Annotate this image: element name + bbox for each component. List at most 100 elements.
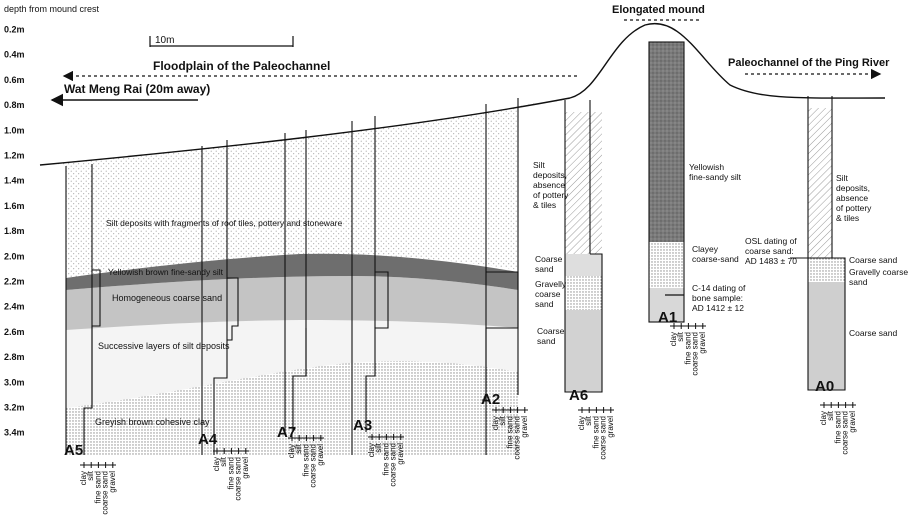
a0-coarse-sand-label: Coarse sand bbox=[849, 255, 897, 265]
profile-lines bbox=[65, 98, 519, 455]
grain-scale-label: silt bbox=[86, 470, 95, 481]
grain-scale-label: clay bbox=[669, 332, 678, 346]
profile-step bbox=[213, 340, 228, 455]
depth-tick-label: 2.2m bbox=[4, 277, 25, 287]
a0-silt bbox=[808, 108, 832, 258]
grain-scale-label: clay bbox=[212, 457, 221, 471]
a1-clayey-sand bbox=[649, 242, 684, 288]
a0-gravelly-label: sand bbox=[849, 277, 868, 287]
a0-gravelly-label: Gravelly coarse bbox=[849, 267, 908, 277]
depth-tick-label: 2.4m bbox=[4, 302, 25, 312]
a6-coarse-sand-lower-label: sand bbox=[537, 336, 556, 346]
profile-label-a0: A0 bbox=[815, 378, 834, 395]
a0-coarse-sand bbox=[808, 282, 845, 390]
floodplain-label: Floodplain of the Paleochannel bbox=[153, 59, 330, 73]
profile-label-a4: A4 bbox=[198, 431, 218, 448]
grain-scale-label: silt bbox=[374, 442, 383, 453]
a6-gravelly-label: coarse bbox=[535, 289, 561, 299]
a6-gravelly-sand bbox=[565, 276, 602, 310]
a0-coarse-sand-lower-label: Coarse sand bbox=[849, 328, 897, 338]
depth-tick-label: 1.4m bbox=[4, 176, 25, 186]
yellowish-brown-layer bbox=[66, 253, 518, 290]
grain-scale-label: coarse sand bbox=[234, 457, 243, 501]
grain-scale-label: fine sand bbox=[301, 444, 310, 476]
depth-tick-label: 0.6m bbox=[4, 75, 25, 85]
axis-title: depth from mound crest bbox=[4, 4, 100, 14]
depth-tick-label: 2.8m bbox=[4, 352, 25, 362]
a6-gravelly-label: sand bbox=[535, 299, 554, 309]
grain-scale-label: gravel bbox=[316, 444, 325, 466]
a0-silt-label: of pottery bbox=[836, 203, 872, 213]
profile-label-a1: A1 bbox=[658, 309, 677, 326]
grain-scale-label: gravel bbox=[396, 443, 405, 465]
depth-tick-label: 1.6m bbox=[4, 201, 25, 211]
a6-coarse-sand-lower bbox=[565, 310, 602, 392]
grain-scale-label: fine sand bbox=[93, 471, 102, 503]
grain-scale-label: clay bbox=[79, 471, 88, 485]
depth-tick-label: 2.6m bbox=[4, 327, 25, 337]
column-a6 bbox=[564, 100, 603, 393]
grain-scale-label: coarse sand bbox=[513, 416, 522, 460]
grain-scale-label: silt bbox=[584, 415, 593, 426]
grain-scale-label: silt bbox=[676, 331, 685, 342]
grain-scale-label: gravel bbox=[606, 416, 615, 438]
depth-tick-label: 1.2m bbox=[4, 151, 25, 161]
scale-bar-label: 10m bbox=[155, 35, 174, 46]
layer-silt-fragments: Silt deposits with fragments of roof til… bbox=[106, 218, 343, 228]
grain-scale-label: gravel bbox=[848, 411, 857, 433]
homogeneous-sand-layer bbox=[66, 276, 518, 330]
a1-yellowish-label: Yellowish bbox=[689, 162, 724, 172]
a0-gravelly-sand bbox=[808, 258, 845, 282]
grain-scale-label: silt bbox=[826, 410, 835, 421]
depth-tick-label: 1.8m bbox=[4, 226, 25, 236]
grain-scale-label: clay bbox=[287, 444, 296, 458]
a6-coarse-sand-label: Coarse bbox=[535, 254, 563, 264]
layer-successive-silt: Successive layers of silt deposits bbox=[98, 341, 230, 351]
a0-silt-label: deposits, bbox=[836, 183, 870, 193]
a1-c14-label: AD 1412 ± 12 bbox=[692, 303, 744, 313]
profile-label-a6: A6 bbox=[569, 387, 588, 404]
profile-label-a2: A2 bbox=[481, 391, 500, 408]
a1-c14-label: bone sample: bbox=[692, 293, 743, 303]
a1-lower bbox=[649, 288, 684, 322]
a6-gravelly-label: Gravelly bbox=[535, 279, 567, 289]
a6-silt-label: of pottery bbox=[533, 190, 569, 200]
mound-label: Elongated mound bbox=[612, 4, 705, 16]
profile-step bbox=[227, 277, 239, 341]
grain-scale-label: gravel bbox=[520, 416, 529, 438]
a1-c14-label: C-14 dating of bbox=[692, 283, 746, 293]
depth-tick-label: 3.0m bbox=[4, 377, 25, 387]
wat-meng-rai-label: Wat Meng Rai (20m away) bbox=[64, 82, 210, 96]
depth-tick-label: 1.0m bbox=[4, 125, 25, 135]
a1-yellowish-label: fine-sandy silt bbox=[689, 172, 742, 182]
a0-osl-label: AD 1483 ± 70 bbox=[745, 256, 797, 266]
a6-silt-label: & tiles bbox=[533, 200, 556, 210]
depth-tick-label: 0.4m bbox=[4, 50, 25, 60]
grain-scale-label: coarse sand bbox=[599, 416, 608, 460]
column-a1 bbox=[648, 41, 685, 323]
layer-homogeneous-sand: Homogeneous coarse sand bbox=[112, 293, 222, 303]
depth-tick-label: 2.0m bbox=[4, 251, 25, 261]
profile-label-a7: A7 bbox=[277, 424, 296, 441]
grain-scale-label: silt bbox=[498, 415, 507, 426]
floodplain-surface bbox=[39, 97, 571, 166]
a6-silt-label: Silt bbox=[533, 160, 545, 170]
grain-scale-label: clay bbox=[577, 416, 586, 430]
a1-yellowish-silt bbox=[649, 42, 684, 242]
a0-silt-label: absence bbox=[836, 193, 868, 203]
grain-scale-label: coarse sand bbox=[691, 332, 700, 376]
profile-step bbox=[83, 269, 101, 455]
grain-scale-label: silt bbox=[294, 443, 303, 454]
paleochannel-label: Paleochannel of the Ping River bbox=[728, 57, 890, 69]
mound-surface bbox=[569, 22, 886, 99]
